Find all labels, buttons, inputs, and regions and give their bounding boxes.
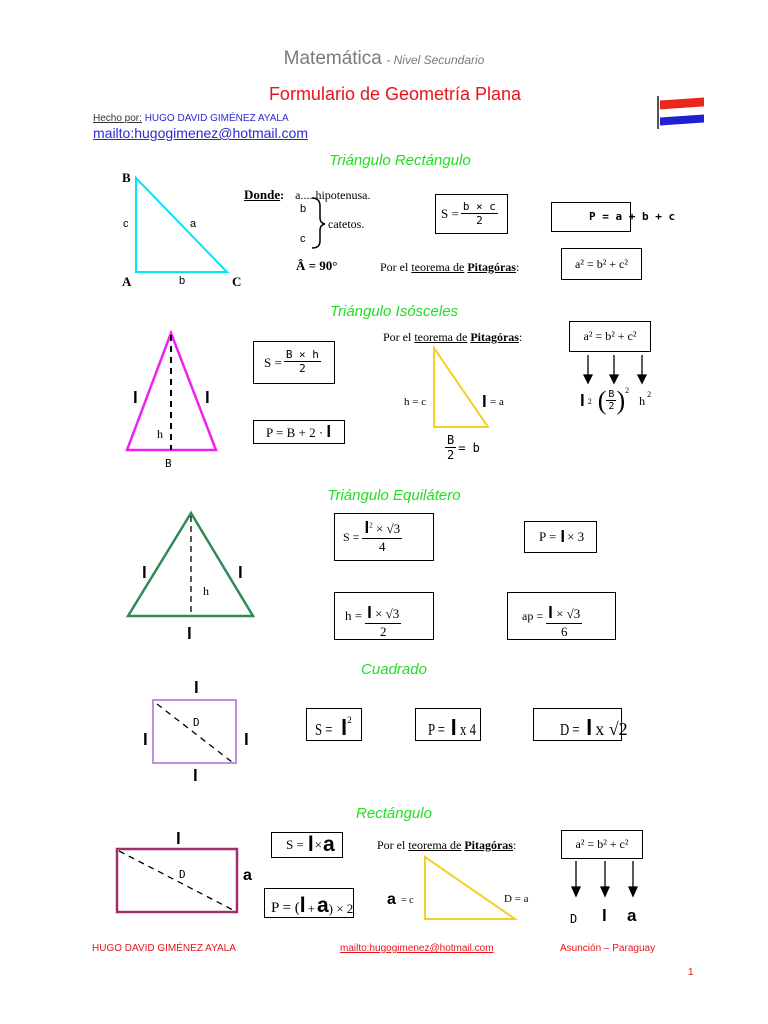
author-line: Hecho por: HUGO DAVID GIMÉNEZ AYALA [93, 113, 289, 124]
rectangle-perimeter-formula: P = ( l + a ) × 2 [264, 888, 354, 918]
section-title-square: Cuadrado [361, 661, 427, 678]
page-header: Matemática - Nivel Secundario [0, 48, 768, 70]
isosceles-base-label: B [165, 457, 172, 470]
side-b-label: b [179, 275, 186, 287]
square-diagonal-label: D [193, 716, 200, 729]
isosceles-tri-right-label: = a [490, 396, 504, 408]
right-triangle-perimeter-formula: P = a + b + c [551, 202, 675, 232]
page-title: Formulario de Geometría Plana [268, 84, 522, 104]
isosceles-side-right-label: l [205, 388, 210, 407]
equilateral-side-bottom-label: l [187, 624, 192, 643]
isosceles-height-label: h [157, 427, 163, 441]
square-diagonal-formula: D = l x √2 [533, 708, 628, 741]
pythagoras-label-isosceles: Por el teorema de Pitagóras: [383, 330, 523, 344]
pythagoras-formula-isosceles: a² = b² + c² [569, 321, 651, 352]
square-side-bottom-label: l [193, 766, 198, 785]
equilateral-perimeter-formula: P = l × 3 [524, 521, 597, 553]
equilateral-side-left-label: l [142, 563, 147, 582]
subject-title: Matemática [283, 48, 382, 69]
author-name: HUGO DAVID GIMÉNEZ AYALA [144, 113, 289, 124]
square-perimeter-formula: P = l x 4 [415, 708, 481, 741]
side-c-label: c [123, 218, 129, 230]
leg-b-label: b [300, 203, 307, 215]
right-angle-value: Â = 90° [296, 258, 338, 273]
author-email-link[interactable]: mailto:hugogimenez@hotmail.com [93, 125, 308, 141]
where-label: Donde [244, 187, 281, 202]
equilateral-side-right-label: l [238, 563, 243, 582]
rectangle-area-formula: S = l × a [271, 832, 343, 858]
vertex-a-label: A [122, 274, 132, 289]
rectangle-map-a: a [627, 906, 637, 925]
isosceles-perimeter-formula: P = B + 2 · l [253, 420, 345, 444]
rectangle-side-top-label: l [176, 829, 181, 848]
section-title-right-triangle: Triángulo Rectángulo [329, 152, 471, 169]
footer-email-link[interactable]: mailto:hugogimenez@hotmail.com [340, 943, 494, 954]
square-area-formula: S = l 2 [306, 708, 362, 741]
page-number: 1 [688, 967, 694, 978]
pythagoras-formula-rectangle: a² = b² + c² [561, 830, 643, 859]
equilateral-height-label: h [203, 584, 209, 598]
rectangle-tri-right-label: D = a [504, 893, 529, 905]
rectangle-side-right-label: a [243, 867, 252, 884]
rectangle-tri-left-label: = c [401, 895, 414, 906]
square-side-left-label: l [143, 730, 148, 749]
square-side-right-label: l [244, 730, 249, 749]
rectangle-diagonal-label: D [179, 868, 186, 881]
rectangle-tri-left-a: a [387, 891, 396, 908]
level-subtitle: - Nivel Secundario [386, 53, 485, 67]
pythagoras-label-rectangle: Por el teorema de Pitagóras: [377, 838, 517, 852]
pythagoras-label-right-triangle: Por el teorema de Pitagóras: [380, 260, 520, 274]
pythagoras-formula-right-triangle: a² = b² + c² [561, 248, 642, 280]
vertex-b-label: B [122, 170, 131, 185]
footer-location: Asunción – Paraguay [560, 943, 656, 954]
paraguay-flag-icon [655, 96, 710, 130]
section-title-rectangle: Rectángulo [356, 805, 432, 822]
isosceles-tri-left-label: h = c [404, 396, 427, 408]
author-label: Hecho por: [93, 113, 142, 124]
square-side-top-label: l [194, 678, 199, 697]
rectangle-map-l: l [602, 906, 607, 925]
legs-definition: catetos. [328, 217, 365, 231]
leg-c-label: c [300, 233, 306, 245]
rectangle-map-d: D [570, 912, 578, 926]
footer-author: HUGO DAVID GIMÉNEZ AYALA [92, 943, 236, 954]
isosceles-side-left-label: l [133, 388, 138, 407]
section-title-equilateral: Triángulo Equilátero [327, 487, 461, 504]
side-a-label: a [190, 218, 197, 230]
vertex-c-label: C [232, 274, 242, 289]
section-title-isosceles: Triángulo Isósceles [329, 303, 459, 320]
isosceles-tri-right-l: l [482, 392, 487, 411]
